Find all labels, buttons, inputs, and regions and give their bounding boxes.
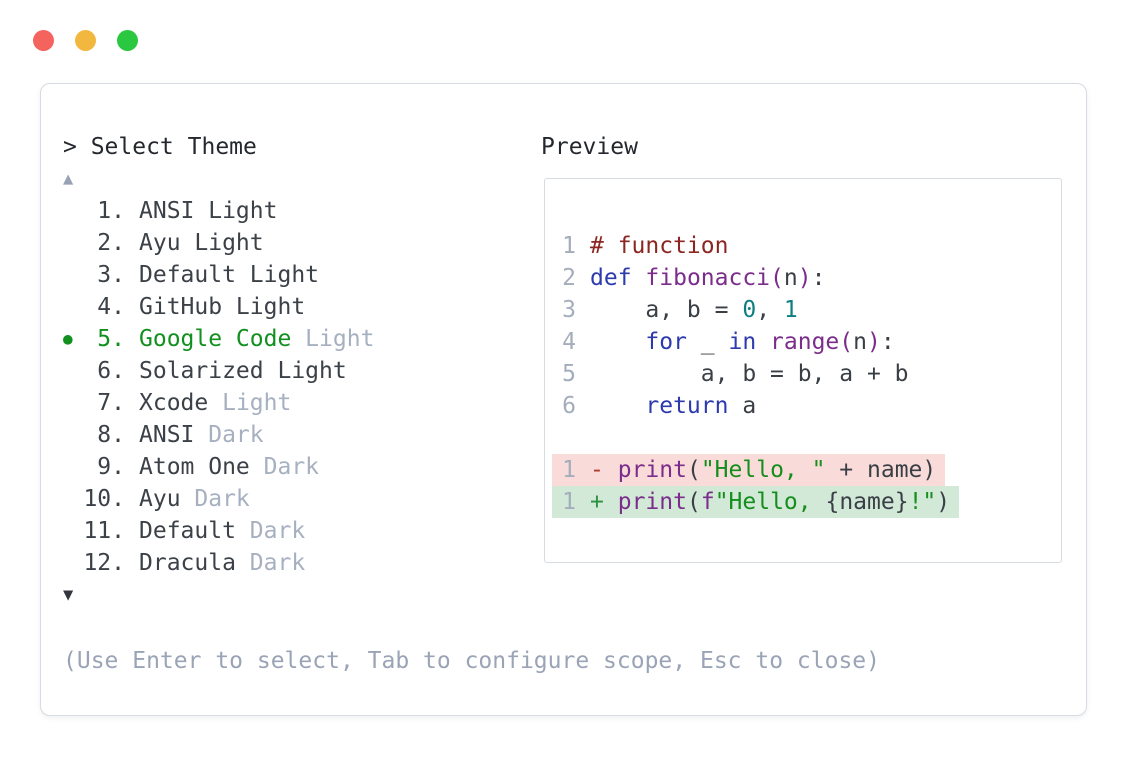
selected-item-bullet-icon: ● [63,329,73,348]
theme-list-item[interactable]: 7. Xcode Light [63,387,374,419]
code-line: 6 return a [562,390,909,422]
theme-item-label: Default Light [139,262,320,288]
theme-item-label: Google Code Light [139,326,375,352]
line-number: 6 [562,393,576,419]
code-line: 3 a, b = 0, 1 [562,294,909,326]
code-line: 4 for _ in range(n): [562,326,909,358]
code-line: 5 a, b = b, a + b [562,358,908,390]
theme-list-item[interactable]: 3. Default Light [63,259,374,291]
theme-item-number: 3. [97,262,125,288]
theme-item-number: 8. [97,422,125,448]
theme-item-number: 6. [97,358,125,384]
theme-list-item[interactable]: 8. ANSI Dark [63,419,374,451]
item-marker-empty [63,451,82,483]
item-marker-empty [63,515,82,547]
theme-item-label: Xcode Light [139,390,292,416]
theme-item-label: Ayu Light [139,230,264,256]
item-marker-empty [63,355,82,387]
theme-list-item[interactable]: 4. GitHub Light [63,291,374,323]
theme-item-label: Dracula Dark [139,550,306,576]
line-number: 4 [562,329,576,355]
preview-title: Preview [541,134,638,160]
theme-item-number: 2. [97,230,125,256]
zoom-button-icon[interactable] [117,30,138,51]
scroll-down-icon[interactable]: ▼ [63,585,74,605]
theme-list: 1. ANSI Light 2. Ayu Light 3. Default Light 4.… [63,195,374,579]
item-marker-empty [63,195,82,227]
item-marker-empty [63,227,82,259]
theme-list-item[interactable]: 6. Solarized Light [63,355,374,387]
line-number: 3 [562,297,576,323]
window-controls [33,30,138,51]
line-number: 1 [562,457,576,483]
theme-item-label: ANSI Dark [139,422,264,448]
line-number: 2 [562,265,576,291]
dialog-title: > Select Theme [63,134,257,160]
theme-list-item[interactable]: 12. Dracula Dark [63,547,374,579]
item-marker-empty [63,547,82,579]
theme-item-label: Solarized Light [139,358,347,384]
diff-line-removed: 1- print("Hello, " + name) [552,454,946,486]
item-marker-empty [63,483,82,515]
diff-line-added: 1+ print(f"Hello, {name}!") [552,486,960,518]
theme-list-item[interactable]: 11. Default Dark [63,515,374,547]
theme-item-label: Ayu Dark [139,486,250,512]
diff-block: 1- print("Hello, " + name)1+ print(f"Hel… [552,454,960,518]
theme-item-number: 12. [83,550,125,576]
item-marker-empty [63,419,82,451]
theme-list-item[interactable]: 2. Ayu Light [63,227,374,259]
theme-list-item[interactable]: ● 5. Google Code Light [63,323,374,355]
theme-item-number: 7. [97,390,125,416]
code-line: 1# function [562,230,909,262]
theme-item-label: Atom One Dark [139,454,320,480]
theme-list-item[interactable]: 9. Atom One Dark [63,451,374,483]
line-number: 1 [562,233,576,259]
theme-item-number: 10. [83,486,125,512]
scroll-up-icon[interactable]: ▲ [63,169,74,189]
close-button-icon[interactable] [33,30,54,51]
line-number: 5 [562,361,576,387]
theme-item-label: ANSI Light [139,198,278,224]
theme-list-item[interactable]: 1. ANSI Light [63,195,374,227]
item-marker-empty [63,387,82,419]
theme-item-number: 1. [97,198,125,224]
theme-item-number: 11. [83,518,125,544]
theme-item-label: Default Dark [139,518,306,544]
line-number: 1 [562,489,576,515]
theme-item-number: 9. [97,454,125,480]
item-marker-empty [63,259,82,291]
theme-item-number: 4. [97,294,125,320]
theme-picker-dialog: > Select Theme ▲ 1. ANSI Light 2. Ayu Light… [40,83,1087,716]
theme-item-label: GitHub Light [139,294,306,320]
theme-item-number: 5. [97,326,125,352]
help-text: (Use Enter to select, Tab to configure s… [63,648,880,674]
item-marker-empty [63,291,82,323]
minimize-button-icon[interactable] [75,30,96,51]
theme-list-item[interactable]: 10. Ayu Dark [63,483,374,515]
